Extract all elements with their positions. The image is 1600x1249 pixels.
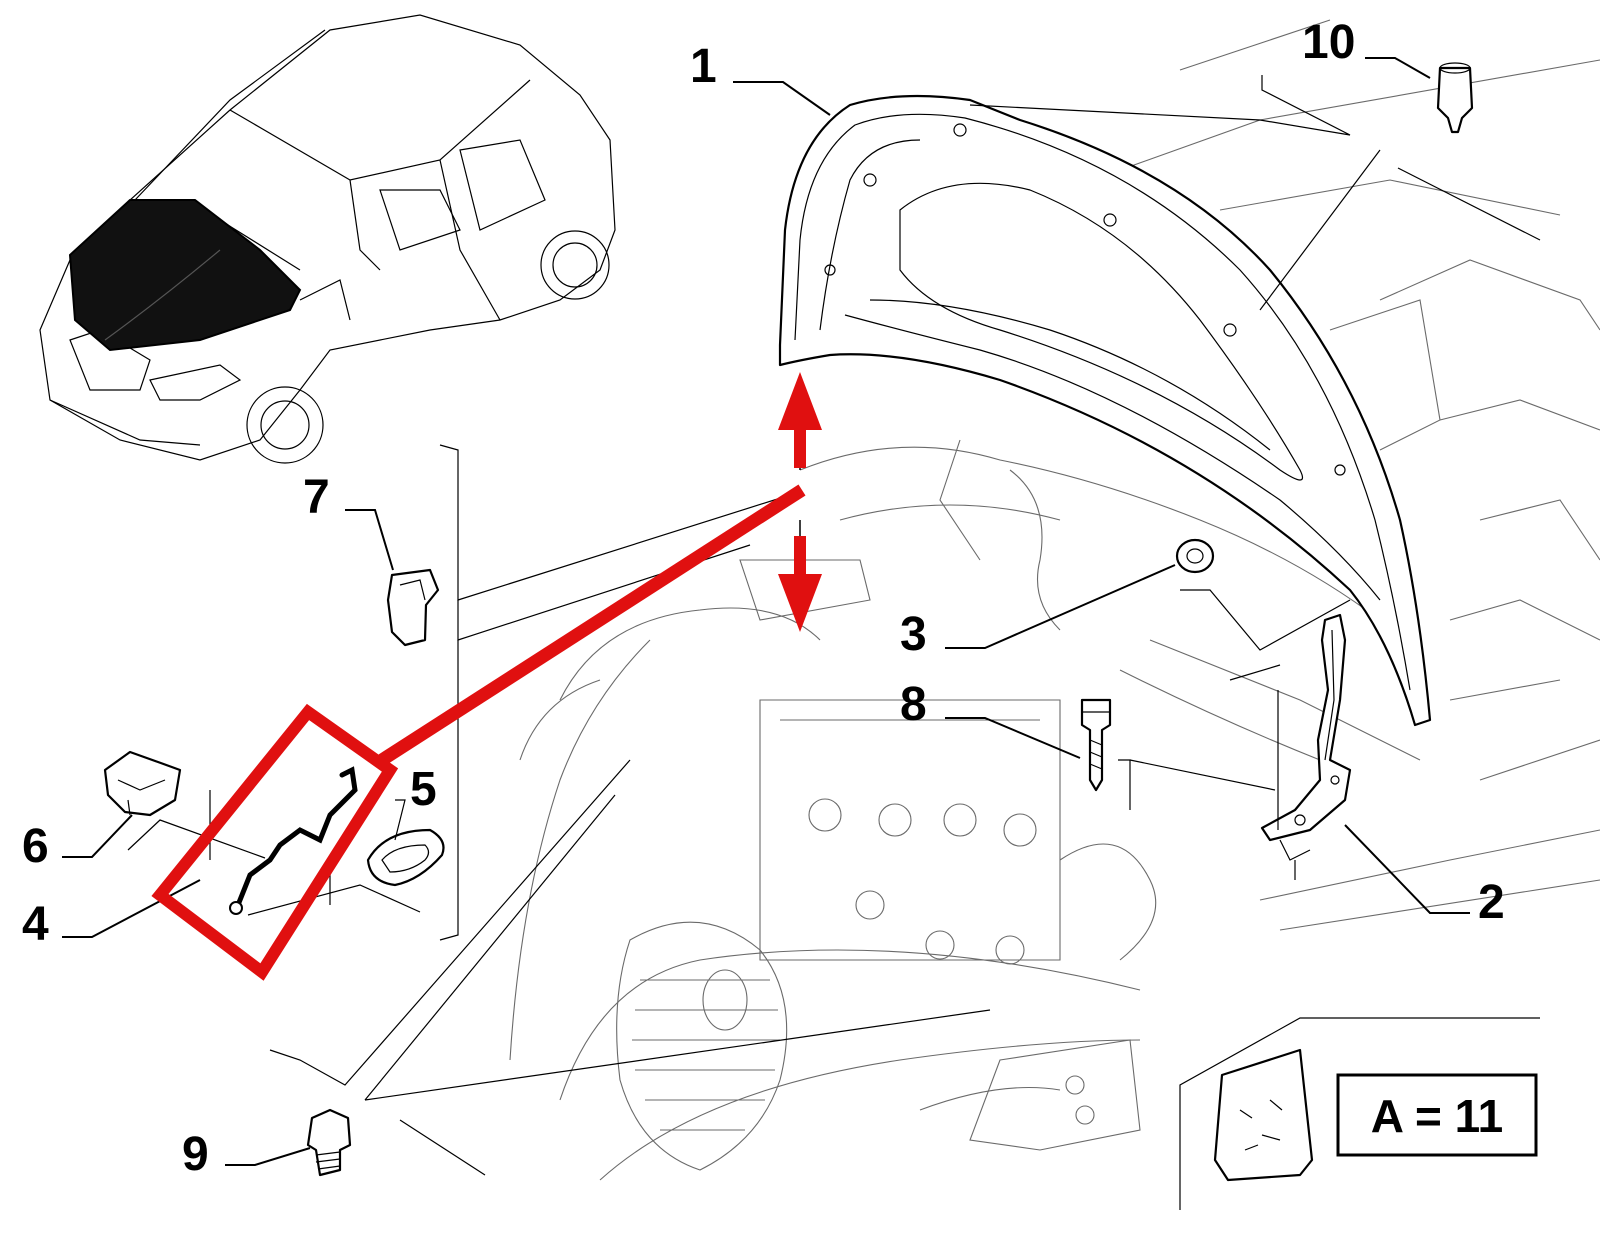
callout-8: 8: [900, 678, 927, 731]
vehicle-overview-icon: [39, 14, 616, 464]
hood-panel-icon: [778, 94, 1432, 727]
hardware-kit-bag-icon: [1213, 1048, 1314, 1182]
callout-1: 1: [690, 40, 717, 93]
kit-legend-text: A = 11: [1371, 1090, 1504, 1142]
callout-10: 10: [1302, 16, 1355, 69]
callout-9: 9: [182, 1128, 209, 1181]
callout-6: 6: [22, 820, 49, 873]
rod-clip-icon: [386, 568, 440, 647]
rubber-buffer-icon: [1436, 62, 1474, 134]
up-down-arrow-icon: [778, 372, 822, 632]
bump-stop-icon: [1175, 538, 1215, 574]
bolt-icon: [1080, 698, 1112, 792]
kit-legend: A = 11: [1336, 1073, 1538, 1157]
engine-bay-sketch: [509, 19, 1600, 1181]
callout-2: 2: [1478, 876, 1505, 929]
callout-3: 3: [900, 608, 927, 661]
callout-7: 7: [303, 471, 330, 524]
callout-5: 5: [410, 763, 437, 816]
hood-support-rod-icon: [229, 766, 358, 915]
rod-grommet-icon: [366, 828, 445, 887]
highlight-frame-icon: [151, 484, 806, 981]
hood-hinge-icon: [1260, 613, 1352, 861]
rod-holder-icon: [103, 750, 182, 817]
hood-highlight: [68, 199, 302, 352]
adjustable-stop-icon: [306, 1108, 352, 1177]
callout-4: 4: [22, 898, 49, 951]
